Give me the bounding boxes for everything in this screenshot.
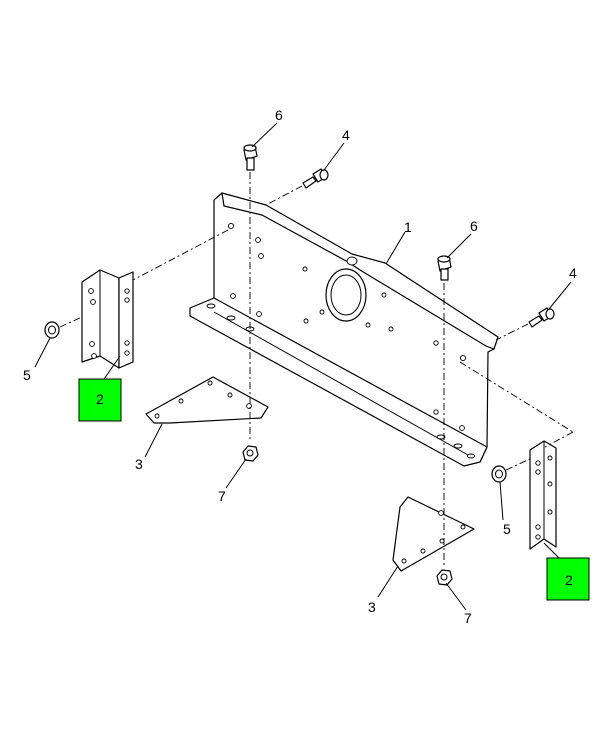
callout-6-right: 6 xyxy=(470,218,478,234)
angle-bracket-left xyxy=(81,269,134,369)
callout-7-left: 7 xyxy=(218,488,226,504)
nut-5-left xyxy=(44,321,60,339)
highlight-callout-2-left[interactable]: 2 xyxy=(78,378,122,422)
bolt-4-right xyxy=(528,307,555,328)
mounting-plate xyxy=(189,192,499,467)
callout-7-right: 7 xyxy=(464,610,472,626)
bolt-6-right xyxy=(437,255,452,281)
callout-2-right: 2 xyxy=(565,572,573,588)
callout-3-left: 3 xyxy=(135,456,143,472)
callout-4-right: 4 xyxy=(569,265,577,281)
nut-5-right xyxy=(491,465,507,483)
callout-6-left: 6 xyxy=(275,107,283,123)
nut-7-left xyxy=(242,445,259,462)
gusset-plate-right xyxy=(392,496,475,572)
bolt-6-left xyxy=(243,144,258,171)
callout-1: 1 xyxy=(404,219,412,235)
highlight-box[interactable] xyxy=(546,557,590,601)
callout-5-right: 5 xyxy=(503,521,511,537)
callout-2-left: 2 xyxy=(96,391,104,407)
callout-3-right: 3 xyxy=(368,599,376,615)
bolt-4-top xyxy=(302,168,329,189)
gusset-plate-left xyxy=(145,376,269,424)
assembly-centerlines xyxy=(59,172,574,565)
callout-5-left: 5 xyxy=(23,367,31,383)
callout-labels: 1 6 6 4 4 5 5 3 3 7 7 xyxy=(23,107,577,626)
nut-7-right xyxy=(436,569,453,586)
callout-4-top: 4 xyxy=(342,127,350,143)
highlight-callout-2-right[interactable]: 2 xyxy=(546,557,590,601)
highlight-box[interactable] xyxy=(78,378,122,422)
angle-bracket-right xyxy=(529,440,557,550)
